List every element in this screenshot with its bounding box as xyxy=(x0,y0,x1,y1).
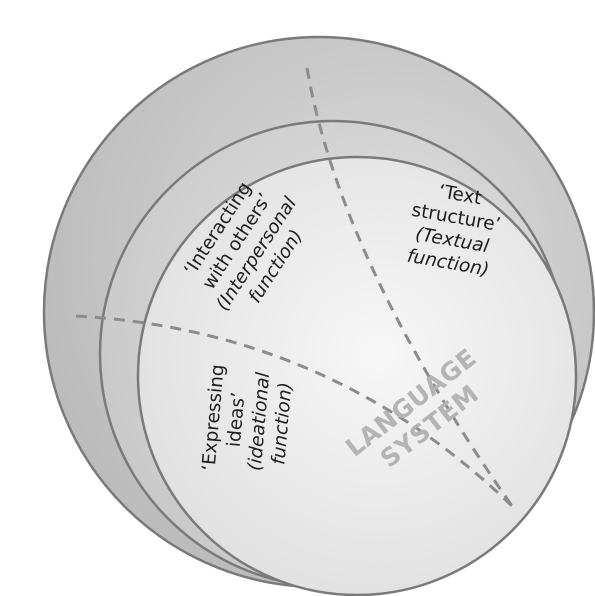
divider-vertical xyxy=(305,67,514,507)
ideational-line-2: ideas’ xyxy=(224,391,250,448)
inner-sphere xyxy=(136,155,578,596)
